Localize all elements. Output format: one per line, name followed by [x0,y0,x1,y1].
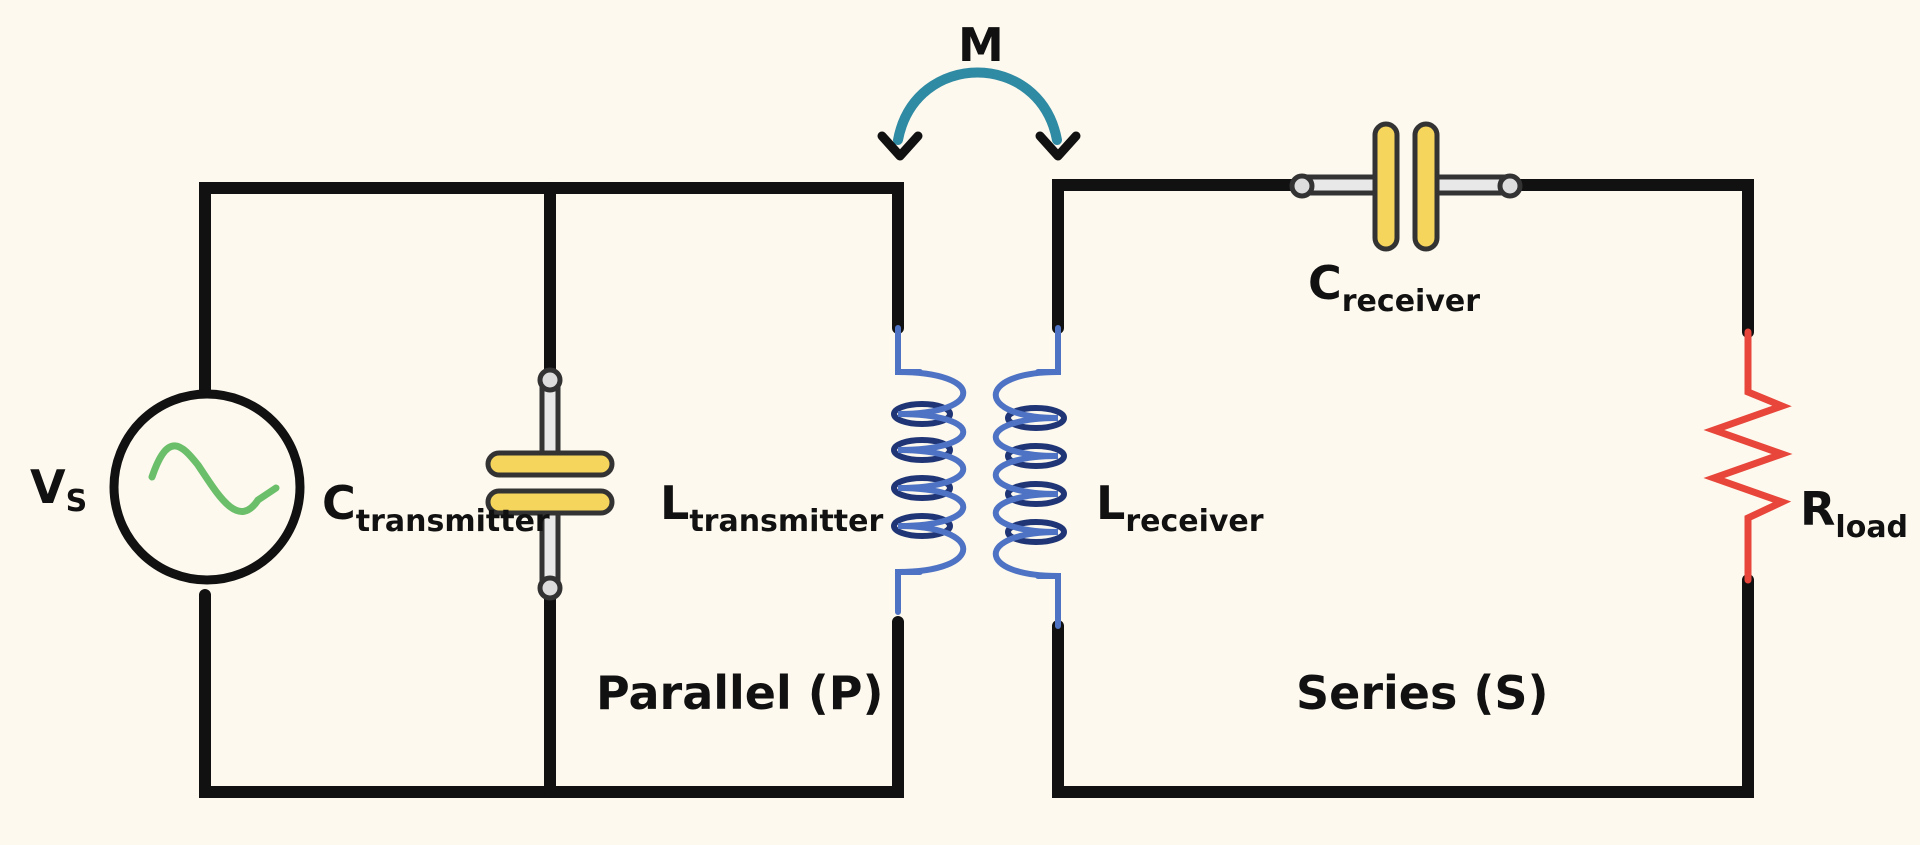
capacitor-receiver-icon [1289,121,1523,252]
l-rx-label-main: L [1096,476,1126,530]
inductor-receiver-icon [993,325,1067,629]
source-voltage-label: VS [30,464,87,517]
r-load-label-sub: load [1835,510,1909,545]
receiver-inductor-label: Lreceiver [1096,480,1264,537]
c-rx-label-main: C [1308,256,1342,310]
ac-source-icon [109,389,305,585]
transmitter-wires [199,182,904,798]
c-rx-label-sub: receiver [1341,284,1481,319]
load-resistor-label: Rload [1800,486,1908,543]
r-load-label-main: R [1800,482,1836,536]
parallel-topology-label: Parallel (P) [596,666,884,720]
c-tx-label-sub: transmitter [355,504,550,539]
receiver-capacitor-label: Creceiver [1308,260,1480,317]
resistor-load-icon [1703,328,1793,584]
transmitter-inductor-label: Ltransmitter [660,480,883,537]
receiver-wires [1052,179,1754,798]
series-topology-label: Series (S) [1296,666,1549,720]
mutual-inductance-label: M [958,18,1004,72]
transmitter-capacitor-label: Ctransmitter [322,480,550,537]
l-rx-label-sub: receiver [1125,504,1264,539]
source-label-main: V [30,460,66,514]
l-tx-label-sub: transmitter [689,504,884,539]
c-tx-label-main: C [322,476,356,530]
l-tx-label-main: L [660,476,690,530]
mutual-coupling-arrow-icon [877,67,1081,161]
inductor-transmitter-icon [891,325,966,615]
source-label-sub: S [65,484,88,519]
capacitor-transmitter-icon [485,367,615,601]
